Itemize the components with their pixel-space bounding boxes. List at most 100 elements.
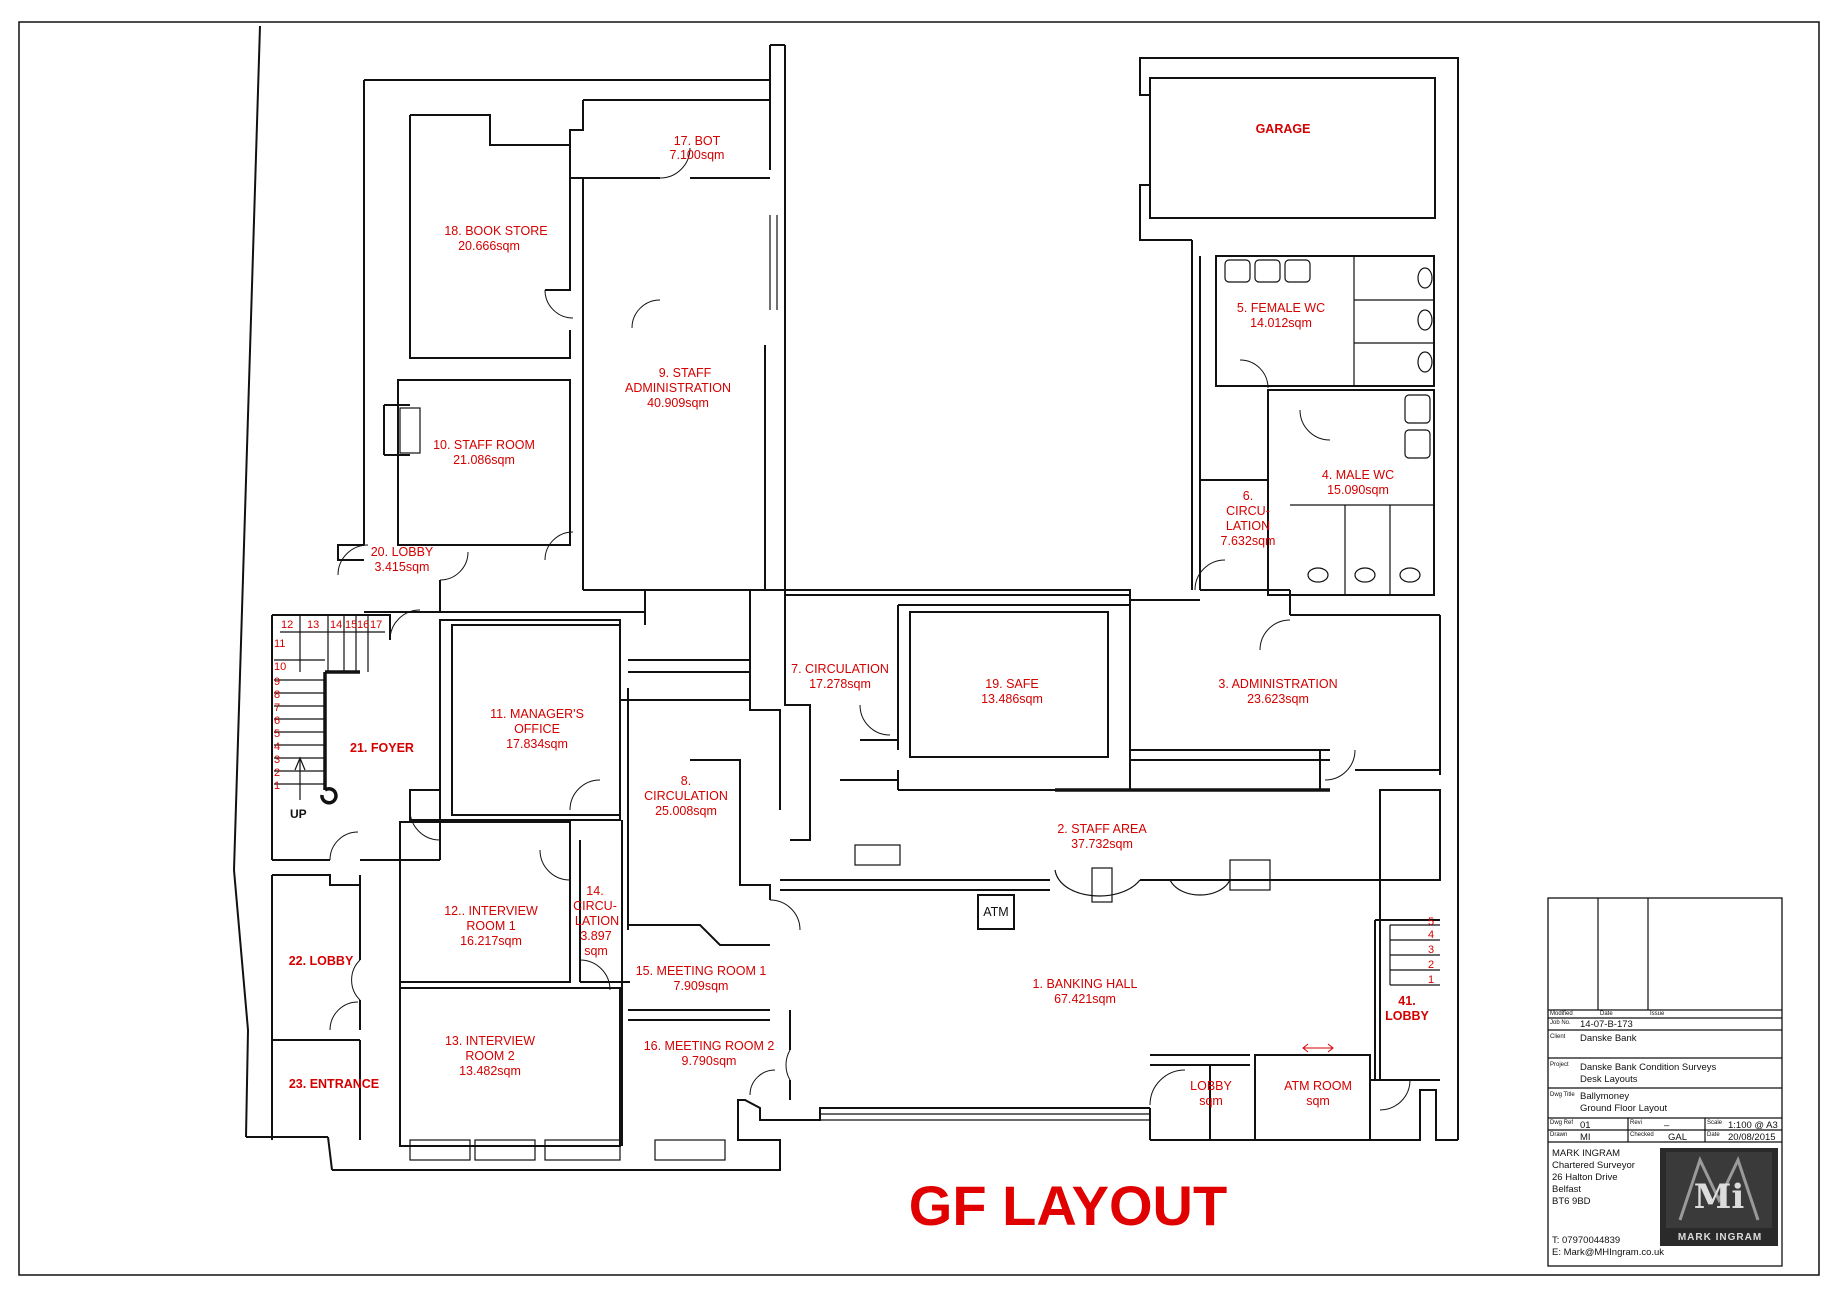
svg-text:6: 6 [274, 715, 280, 727]
svg-text:Issue: Issue [1650, 1011, 1665, 1017]
door-swings [329, 147, 1411, 1111]
room-15-area: 7.909sqm [674, 979, 729, 993]
room-23-name: 23. ENTRANCE [289, 1077, 379, 1091]
address-line-1: 26 Halton Drive [1552, 1172, 1617, 1183]
svg-text:3: 3 [1428, 944, 1434, 956]
svg-text:Date: Date [1707, 1132, 1720, 1138]
stair-up-label: UP [290, 807, 307, 821]
room-15-name: 15. MEETING ROOM 1 [636, 964, 767, 978]
address-line-2: Belfast [1552, 1184, 1581, 1195]
room-17-area: 7.100sqm [670, 148, 725, 162]
job-number: 14-07-B-173 [1580, 1019, 1633, 1030]
room-4-name: 4. MALE WC [1322, 468, 1394, 482]
room-41-name-1: 41. [1398, 994, 1415, 1008]
room-41-name-2: LOBBY [1385, 1009, 1429, 1023]
rear-stair [1389, 924, 1440, 986]
room-12-area: 16.217sqm [460, 934, 522, 948]
svg-text:16: 16 [357, 619, 369, 631]
revision: – [1664, 1120, 1670, 1131]
room-7-name: 7. CIRCULATION [791, 662, 889, 676]
wc-fixtures [1224, 259, 1433, 583]
svg-text:Revi: Revi [1630, 1120, 1642, 1126]
room-13-name-2: ROOM 2 [465, 1049, 514, 1063]
atm-room-area: sqm [1306, 1094, 1330, 1108]
svg-text:Modified: Modified [1550, 1011, 1573, 1017]
sheet-border [18, 21, 1820, 1276]
atm-name: ATM [983, 905, 1008, 919]
dwg-title-line-2: Ground Floor Layout [1580, 1103, 1667, 1114]
room-8-area: 25.008sqm [655, 804, 717, 818]
room-8-name-2: CIRCULATION [644, 789, 728, 803]
room-8-name-1: 8. [681, 774, 691, 788]
svg-text:MARK INGRAM: MARK INGRAM [1678, 1232, 1762, 1243]
room-19-name: 19. SAFE [985, 677, 1039, 691]
svg-text:Client: Client [1550, 1034, 1566, 1040]
room-13-area: 13.482sqm [459, 1064, 521, 1078]
svg-text:5: 5 [1428, 916, 1434, 928]
room-6-name-2: CIRCU- [1226, 504, 1270, 518]
drawn-by: MI [1580, 1132, 1591, 1143]
company-logo: Mi MARK INGRAM [1660, 1148, 1778, 1246]
room-9-area: 40.909sqm [647, 396, 709, 410]
title-block: Modified Date Issue Job No. 14-07-B-173 … [1547, 897, 1783, 1267]
room-21-name: 21. FOYER [350, 741, 414, 755]
svg-text:14: 14 [330, 619, 342, 631]
dwg-title-line-1: Ballymoney [1580, 1091, 1629, 1102]
room-20-name: 20. LOBBY [371, 545, 434, 559]
walls [232, 25, 1459, 1171]
svg-text:2: 2 [1428, 959, 1434, 971]
room-16-area: 9.790sqm [682, 1054, 737, 1068]
email: E: Mark@MHIngram.co.uk [1552, 1247, 1664, 1258]
svg-text:Project: Project [1550, 1062, 1569, 1068]
svg-text:12: 12 [281, 619, 293, 631]
svg-text:7: 7 [274, 702, 280, 714]
room-6-name-1: 6. [1243, 489, 1253, 503]
room-11-name-2: OFFICE [514, 722, 560, 736]
room-9-name-2: ADMINISTRATION [625, 381, 731, 395]
svg-text:9: 9 [274, 676, 280, 688]
phone: T: 07970044839 [1552, 1235, 1620, 1246]
garage-name: GARAGE [1256, 122, 1311, 136]
dwg-ref: 01 [1580, 1120, 1591, 1131]
svg-text:Dwg Ref: Dwg Ref [1550, 1120, 1573, 1126]
room-7-area: 17.278sqm [809, 677, 871, 691]
svg-text:4: 4 [1428, 929, 1434, 941]
atm-room-name: ATM ROOM [1284, 1079, 1352, 1093]
svg-text:Checked: Checked [1630, 1132, 1654, 1138]
room-14-name-2: CIRCU- [573, 899, 617, 913]
room-9-name-1: 9. STAFF [659, 366, 712, 380]
scale: 1:100 @ A3 [1728, 1120, 1778, 1131]
room-10-name: 10. STAFF ROOM [433, 438, 535, 452]
svg-text:10: 10 [274, 661, 286, 673]
svg-text:Date: Date [1600, 1011, 1613, 1017]
lobby-name: LOBBY [1190, 1079, 1232, 1093]
room-14-name-3: LATION [575, 914, 619, 928]
svg-text:15: 15 [345, 619, 357, 631]
room-11-name-1: 11. MANAGER'S [490, 707, 584, 721]
room-labels: 17. BOT 7.100sqm 18. BOOK STORE 20.666sq… [289, 122, 1430, 1108]
svg-text:Dwg Title: Dwg Title [1550, 1092, 1575, 1098]
room-5-name: 5. FEMALE WC [1237, 301, 1325, 315]
svg-text:Drawn: Drawn [1550, 1132, 1567, 1138]
room-11-area: 17.834sqm [506, 737, 568, 751]
company-name: MARK INGRAM [1552, 1148, 1620, 1159]
room-19-area: 13.486sqm [981, 692, 1043, 706]
room-17-name: 17. BOT [674, 134, 721, 148]
stair-numbers: 12 13 14 15 16 17 11 10 9 8 7 6 5 4 3 2 … [274, 619, 1434, 986]
room-2-area: 37.732sqm [1071, 837, 1133, 851]
room-1-area: 67.421sqm [1054, 992, 1116, 1006]
room-18-name: 18. BOOK STORE [444, 224, 547, 238]
svg-text:3: 3 [274, 754, 280, 766]
checked-by: GAL [1668, 1132, 1687, 1143]
room-12-name-2: ROOM 1 [466, 919, 515, 933]
project-line-2: Desk Layouts [1580, 1074, 1638, 1085]
room-3-area: 23.623sqm [1247, 692, 1309, 706]
room-4-area: 15.090sqm [1327, 483, 1389, 497]
svg-text:11: 11 [274, 638, 285, 650]
room-1-name: 1. BANKING HALL [1033, 977, 1138, 991]
address-line-3: BT6 9BD [1552, 1196, 1591, 1207]
room-3-name: 3. ADMINISTRATION [1218, 677, 1337, 691]
svg-text:8: 8 [274, 689, 280, 701]
room-5-area: 14.012sqm [1250, 316, 1312, 330]
